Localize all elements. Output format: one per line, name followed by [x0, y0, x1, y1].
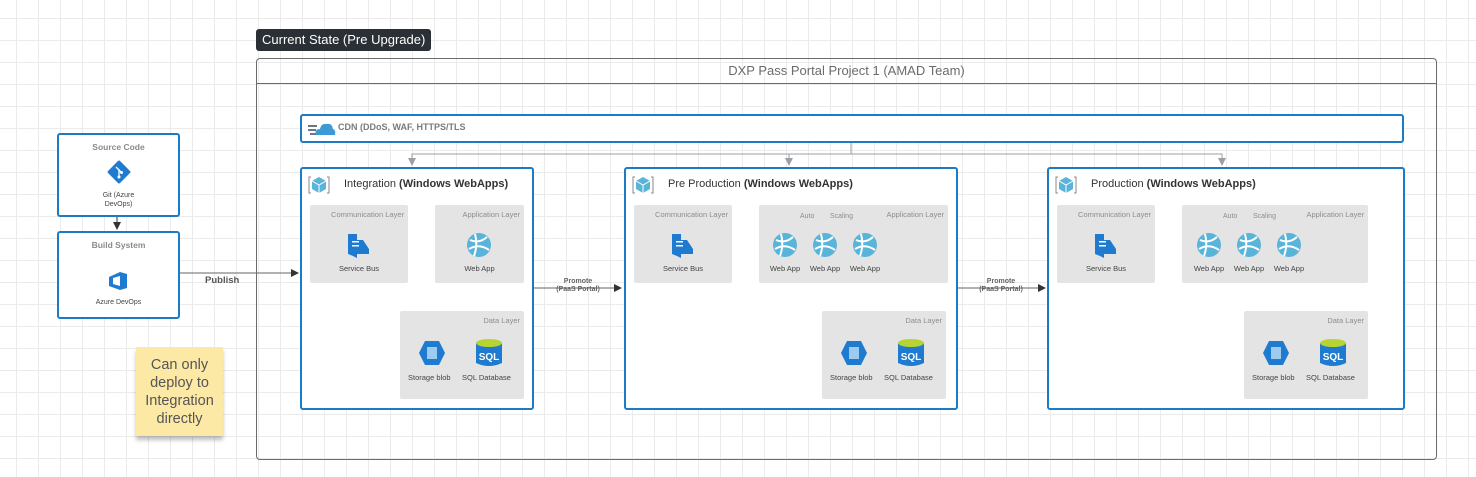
service-bus-icon — [348, 234, 369, 258]
web-app-icon — [467, 233, 491, 257]
data-layer[interactable]: Data Layer SQL Storage blob SQL Database — [822, 311, 946, 399]
azure-devops-icon — [109, 272, 127, 290]
cdn-label: CDN (DDoS, WAF, HTTPS/TLS — [338, 122, 466, 132]
storage-blob-icon — [419, 341, 445, 365]
env-name: Integration — [344, 178, 396, 190]
sql-database-label: SQL Database — [1306, 373, 1355, 382]
storage-blob-icon — [1263, 341, 1289, 365]
git-caption-2: DevOps) — [104, 201, 133, 208]
promote-label-1: Promote (PaaS Portal) — [551, 278, 605, 294]
azure-devops-caption: Azure DevOps — [95, 299, 142, 306]
env-platform: (Windows WebApps) — [1146, 178, 1256, 190]
service-bus-label: Service Bus — [1085, 264, 1127, 273]
layer-title: Data Layer — [1327, 316, 1364, 325]
communication-layer[interactable]: Communication Layer Service Bus — [310, 205, 408, 283]
state-tag: Current State (Pre Upgrade) — [256, 29, 432, 51]
build-system-title: Build System — [91, 240, 146, 250]
service-bus-label: Service Bus — [662, 264, 704, 273]
sticky-note-text: Can only deploy to Integration directly — [145, 356, 214, 427]
web-app-label: Web App — [1193, 264, 1225, 273]
svg-text:SQL: SQL — [479, 352, 500, 363]
layer-title: Data Layer — [905, 316, 942, 325]
layer-title: Communication Layer — [331, 210, 404, 219]
layer-title: Application Layer — [462, 210, 520, 219]
promote-label-2: Promote (PaaS Portal) — [974, 278, 1028, 294]
app-service-cube-icon — [1055, 176, 1077, 194]
env-name: Production — [1091, 178, 1144, 190]
env-name: Pre Production — [668, 178, 741, 190]
communication-layer[interactable]: Communication Layer Service Bus — [1057, 205, 1155, 283]
data-layer[interactable]: Data Layer SQL Storage blob SQL Database — [400, 311, 524, 399]
git-icon — [107, 160, 131, 184]
sql-database-icon: SQL — [898, 339, 924, 366]
layer-title: Communication Layer — [1078, 210, 1151, 219]
web-app-icon — [1197, 233, 1221, 257]
web-app-icon — [773, 233, 797, 257]
sql-database-icon: SQL — [1320, 339, 1346, 366]
layer-title: Application Layer — [1306, 210, 1364, 219]
promote-label-line1: Promote — [563, 278, 593, 285]
promote-label-line2: (PaaS Portal) — [556, 286, 600, 293]
publish-label: Publish — [205, 275, 240, 286]
web-app-label: Web App — [809, 264, 841, 273]
autoscale-label-scaling: Scaling — [830, 213, 853, 220]
env-platform: (Windows WebApps) — [743, 178, 853, 190]
env-integration[interactable]: Integration (Windows WebApps) Communicat… — [300, 167, 534, 410]
promote-label-line1: Promote — [986, 278, 1016, 285]
autoscale-label-scaling: Scaling — [1253, 213, 1276, 220]
application-layer[interactable]: Application Layer Web App — [435, 205, 524, 283]
web-app-label: Web App — [849, 264, 881, 273]
promote-label-line2: (PaaS Portal) — [979, 286, 1023, 293]
web-app-icon — [853, 233, 877, 257]
env-pre-production[interactable]: Pre Production (Windows WebApps) Communi… — [624, 167, 958, 410]
layer-title: Data Layer — [483, 316, 520, 325]
project-container[interactable]: DXP Pass Portal Project 1 (AMAD Team) — [256, 58, 1437, 460]
service-bus-label: Service Bus — [338, 264, 380, 273]
web-app-icon — [1237, 233, 1261, 257]
layer-title: Communication Layer — [655, 210, 728, 219]
cdn-cloud-icon — [308, 123, 336, 135]
sql-database-label: SQL Database — [462, 373, 511, 382]
web-app-label: Web App — [769, 264, 801, 273]
autoscale-label-auto: Auto — [800, 213, 815, 220]
web-app-label: Web App — [1273, 264, 1305, 273]
sql-database-icon: SQL — [476, 339, 502, 366]
application-layer[interactable]: Application Layer Auto Scaling Web App W… — [1182, 205, 1368, 283]
storage-blob-icon — [841, 341, 867, 365]
data-layer[interactable]: Data Layer SQL Storage blob SQL Database — [1244, 311, 1368, 399]
git-caption-1: Git (Azure — [102, 192, 135, 199]
svg-text:SQL: SQL — [1323, 352, 1344, 363]
cdn-connector — [851, 153, 1226, 166]
sticky-note[interactable]: Can only deploy to Integration directly — [136, 347, 223, 436]
sql-database-label: SQL Database — [884, 373, 933, 382]
build-system-box[interactable]: Build System Azure DevOps — [57, 231, 180, 319]
source-code-title: Source Code — [92, 142, 145, 152]
app-service-cube-icon — [308, 176, 330, 194]
service-bus-icon — [672, 234, 693, 258]
storage-blob-label: Storage blob — [408, 373, 451, 382]
env-production[interactable]: Production (Windows WebApps) Communicati… — [1047, 167, 1405, 410]
app-service-cube-icon — [632, 176, 654, 194]
web-app-label: Web App — [464, 264, 495, 273]
storage-blob-label: Storage blob — [830, 373, 873, 382]
service-bus-icon — [1095, 234, 1116, 258]
cdn-connector — [408, 140, 852, 166]
autoscale-label-auto: Auto — [1223, 213, 1238, 220]
svg-text:SQL: SQL — [901, 352, 922, 363]
communication-layer[interactable]: Communication Layer Service Bus — [634, 205, 732, 283]
web-app-icon — [1277, 233, 1301, 257]
cdn-box[interactable]: CDN (DDoS, WAF, HTTPS/TLS — [300, 114, 1404, 143]
web-app-label: Web App — [1233, 264, 1265, 273]
application-layer[interactable]: Application Layer Auto Scaling Web App W… — [759, 205, 948, 283]
storage-blob-label: Storage blob — [1252, 373, 1295, 382]
layer-title: Application Layer — [886, 210, 944, 219]
env-platform: (Windows WebApps) — [399, 178, 509, 190]
project-title: DXP Pass Portal Project 1 (AMAD Team) — [257, 59, 1436, 84]
web-app-icon — [813, 233, 837, 257]
source-code-box[interactable]: Source Code Git (Azure DevOps) — [57, 133, 180, 217]
